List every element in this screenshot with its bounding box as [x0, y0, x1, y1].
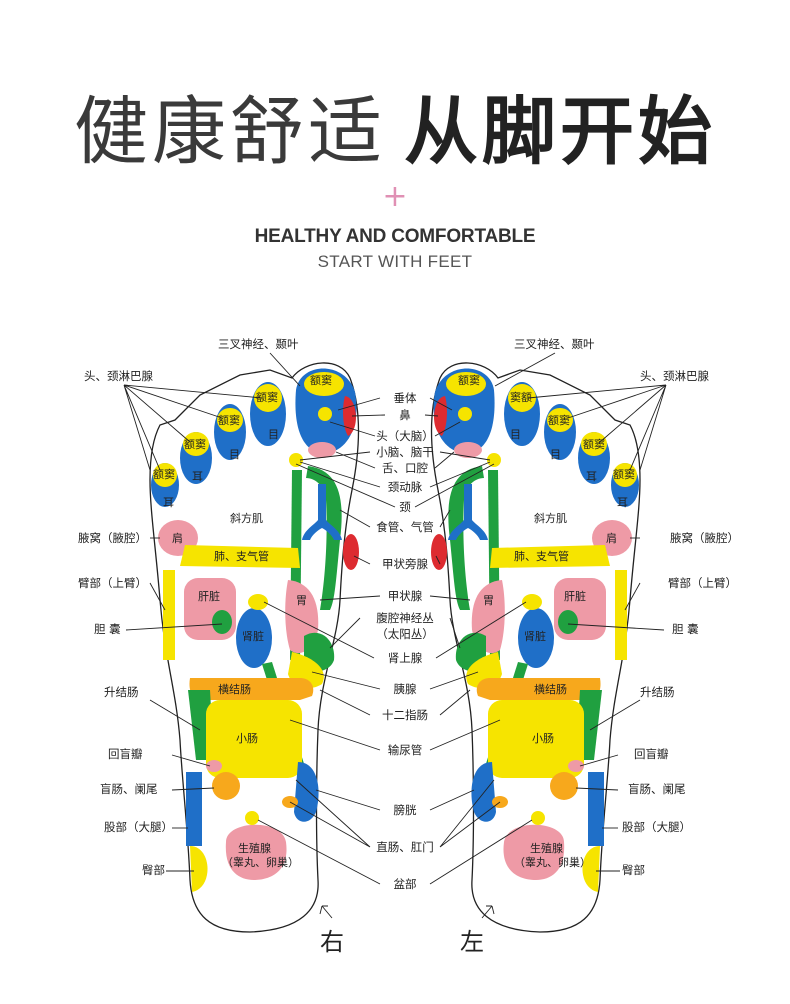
center-label-2: 头（大脑）: [376, 429, 434, 443]
page-title: 健康舒适从脚开始: [0, 86, 790, 178]
lf-lung: 肺、支气管: [514, 549, 569, 563]
center-label-4: 舌、口腔: [382, 461, 428, 475]
lf-frontal-sinus-5: 额窦: [613, 468, 635, 481]
lf-eye-1: 目: [510, 428, 521, 441]
rf-frontal-sinus-1: 额窦: [310, 374, 332, 387]
center-label-14: 十二指肠: [382, 708, 428, 722]
rf-frontal-sinus-2: 额窦: [256, 391, 278, 404]
rf-outer-7: 股部（大腿）: [104, 820, 173, 834]
rf-kidney: 肾脏: [242, 630, 264, 643]
rf-stomach: 胃: [296, 594, 307, 607]
lf-outer-8: 臀部: [622, 863, 645, 877]
rf-shoulder: 肩: [172, 531, 183, 545]
center-label-11: （太阳丛）: [376, 627, 434, 641]
center-label-6: 颈: [399, 500, 411, 514]
rf-frontal-sinus-3: 额窦: [218, 414, 240, 427]
lf-outer-0: 头、颈淋巴腺: [640, 369, 709, 383]
lf-frontal-sinus-2: 窦额: [510, 391, 532, 404]
lf-outer-5: 回盲瓣: [634, 747, 669, 761]
rf-lung: 肺、支气管: [214, 549, 269, 563]
rf-eye-1: 目: [268, 428, 279, 441]
subtitle-en-2: START WITH FEET: [317, 252, 473, 271]
center-label-12: 肾上腺: [388, 651, 423, 665]
lf-kidney: 肾脏: [524, 630, 546, 643]
center-label-8: 甲状旁腺: [382, 557, 428, 571]
center-label-17: 直肠、肛门: [376, 840, 434, 854]
lf-stomach: 胃: [483, 594, 494, 607]
rf-liver: 肝脏: [198, 590, 220, 603]
lf-outer-6: 盲肠、阑尾: [628, 782, 686, 796]
lf-outer-2: 臂部（上臂）: [668, 576, 737, 590]
lf-liver: 肝脏: [564, 590, 586, 603]
lf-gonad-sub: （睾丸、卵巢）: [514, 855, 591, 869]
rf-outer-3: 胆 囊: [94, 622, 121, 636]
subtitle-en-1: HEALTHY AND COMFORTABLE: [254, 226, 536, 247]
lf-frontal-sinus-4: 额窦: [583, 438, 605, 451]
lf-outer-1: 腋窝（腋腔）: [670, 531, 739, 545]
lf-top-label: 三叉神经、颞叶: [514, 337, 595, 351]
center-label-5: 颈动脉: [388, 480, 423, 494]
rf-outer-6: 盲肠、阑尾: [100, 782, 158, 796]
center-label-13: 胰腺: [394, 682, 417, 696]
rf-top-label: 三叉神经、颞叶: [218, 337, 299, 351]
center-label-10: 腹腔神经丛: [376, 611, 434, 625]
lf-eye-2: 目: [550, 448, 561, 461]
lf-shoulder: 肩: [606, 531, 617, 545]
title-bold: 从脚开始: [404, 89, 716, 175]
rf-outer-5: 回盲瓣: [108, 747, 143, 761]
center-label-18: 盆部: [394, 877, 417, 891]
center-label-1: 鼻: [399, 408, 411, 422]
lf-small-intestine: 小肠: [532, 732, 554, 745]
rf-trapezius: 斜方肌: [230, 511, 263, 525]
rf-ear-1: 耳: [192, 470, 203, 483]
rf-outer-2: 臂部（上臂）: [78, 576, 147, 590]
rf-small-intestine: 小肠: [236, 732, 258, 745]
lf-outer-3: 胆 囊: [672, 622, 699, 636]
plus-icon: +: [382, 179, 408, 214]
lf-transverse-colon: 横结肠: [534, 682, 567, 696]
lf-frontal-sinus-1: 额窦: [458, 374, 480, 387]
center-label-16: 膀胱: [394, 803, 417, 817]
center-label-0: 垂体: [394, 391, 417, 405]
lf-outer-7: 股部（大腿）: [622, 820, 691, 834]
rf-gonad: 生殖腺: [238, 841, 271, 855]
lf-frontal-sinus-3: 额窦: [548, 414, 570, 427]
lf-side-char: 左: [460, 928, 484, 956]
rf-outer-8: 臀部: [142, 863, 165, 877]
rf-outer-0: 头、颈淋巴腺: [84, 369, 153, 383]
rf-outer-4: 升结肠: [104, 685, 139, 699]
lf-ear-1: 耳: [586, 470, 597, 483]
lf-gonad: 生殖腺: [530, 841, 563, 855]
center-label-15: 输尿管: [388, 743, 423, 757]
rf-gonad-sub: （睾丸、卵巢）: [222, 855, 299, 869]
rf-outer-1: 腋窝（腋腔）: [78, 531, 147, 545]
center-label-7: 食管、气管: [376, 520, 434, 534]
lf-ear-2: 耳: [617, 496, 628, 509]
rf-transverse-colon: 横结肠: [218, 682, 251, 696]
rf-frontal-sinus-5: 额窦: [153, 468, 175, 481]
lf-outer-4: 升结肠: [640, 685, 675, 699]
center-label-9: 甲状腺: [388, 589, 423, 603]
rf-eye-2: 目: [229, 448, 240, 461]
lf-trapezius: 斜方肌: [534, 511, 567, 525]
center-label-3: 小脑、脑干: [376, 445, 434, 459]
title-light: 健康舒适: [74, 89, 386, 175]
rf-side-char: 右: [320, 928, 344, 956]
rf-ear-2: 耳: [163, 496, 174, 509]
